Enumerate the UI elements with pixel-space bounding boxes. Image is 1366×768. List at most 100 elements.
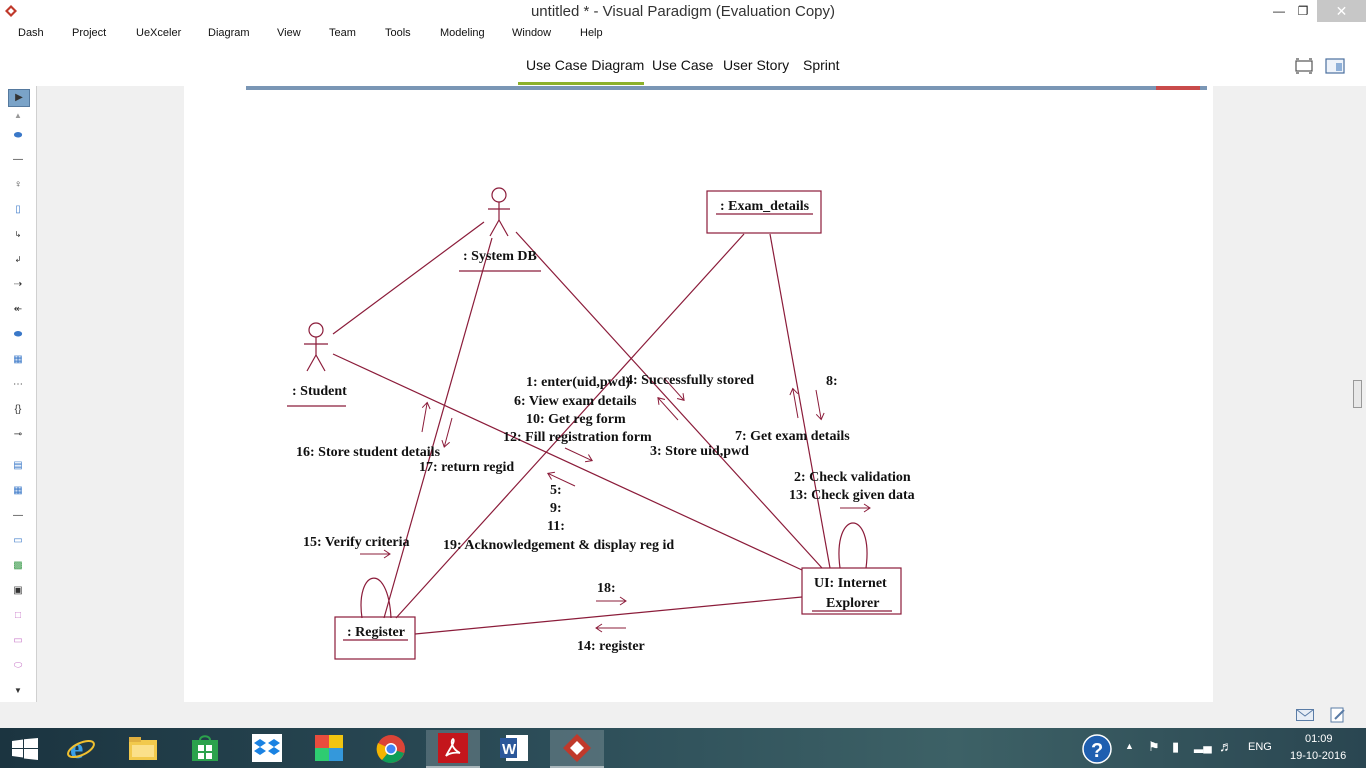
taskbar-paint-app[interactable] <box>302 730 356 766</box>
clock-date[interactable]: 19-10-2016 <box>1290 750 1347 762</box>
rectangle-tool-icon[interactable]: ▭ <box>13 535 23 546</box>
lifeline-tool-icon[interactable]: ▯ <box>15 204 21 215</box>
battery-icon[interactable]: ▮ <box>1172 739 1180 754</box>
msg-3: 3: Store uid,pwd <box>650 444 749 459</box>
msg-2: 2: Check validation <box>794 470 911 485</box>
clock-time[interactable]: 01:09 <box>1305 733 1333 745</box>
volume-icon[interactable]: ♬ <box>1219 738 1233 754</box>
tray-expand-icon[interactable]: ▲ <box>1125 741 1134 751</box>
msg-13: 13: Check given data <box>789 488 915 503</box>
internet-explorer-icon: e <box>67 733 95 763</box>
package-tool-icon[interactable]: ▦ <box>13 354 23 365</box>
link-exam-ui <box>769 233 831 569</box>
msg-9: 9: <box>550 501 562 516</box>
help-icon[interactable]: ? <box>1082 734 1112 764</box>
system-tool-icon[interactable]: ⬬ <box>13 329 23 340</box>
menu-tools[interactable]: Tools <box>385 27 411 39</box>
arrow-m14 <box>595 623 627 633</box>
folder-icon <box>129 737 157 760</box>
menu-dash[interactable]: Dash <box>18 27 44 39</box>
puzzle-app-icon <box>315 735 343 761</box>
use-case-tool-icon[interactable]: ⬬ <box>13 130 23 141</box>
tab-sprint[interactable]: Sprint <box>803 57 840 73</box>
visual-paradigm-logo-icon <box>5 5 17 17</box>
svg-text:W: W <box>502 741 517 758</box>
label-register: : Register <box>347 625 405 640</box>
fit-to-screen-icon[interactable] <box>1294 57 1314 75</box>
msg-4: 4: Successfully stored <box>626 373 754 388</box>
msg-1: 1: enter(uid,pwd) <box>526 375 631 390</box>
taskbar-chrome[interactable] <box>364 730 418 766</box>
tab-use-case[interactable]: Use Case <box>652 57 714 73</box>
image-tool-icon[interactable]: ▩ <box>13 560 23 571</box>
network-signal-icon[interactable]: ▂▄ <box>1194 739 1212 753</box>
taskbar-store[interactable] <box>178 730 232 766</box>
msg-18: 18: <box>597 581 616 596</box>
link-student-systemdb <box>332 221 485 335</box>
mail-icon[interactable] <box>1296 709 1314 721</box>
label-exam-details: : Exam_details <box>720 199 810 214</box>
menu-help[interactable]: Help <box>580 27 603 39</box>
minimize-button[interactable]: — <box>1273 4 1285 18</box>
msg-11: 11: <box>547 519 565 534</box>
taskbar-acrobat[interactable] <box>426 730 480 768</box>
link-systemdb-register <box>383 237 493 619</box>
close-button[interactable]: ✕ <box>1317 0 1366 22</box>
word-icon: W <box>500 735 528 761</box>
note-tool-icon[interactable]: ▭ <box>13 635 23 646</box>
link-systemdb-ui <box>515 231 823 569</box>
constraint-tool-icon[interactable]: {} <box>14 404 22 415</box>
taskbar-dropbox[interactable] <box>240 730 294 766</box>
divider-tool-icon[interactable]: — <box>13 510 23 521</box>
tab-user-story[interactable]: User Story <box>723 57 790 73</box>
msg-17: 17: return regid <box>419 460 514 475</box>
msg-14: 14: register <box>577 639 645 654</box>
diagram-tabs: Use Case Diagram Use Case User Story Spr… <box>0 46 1366 86</box>
chrome-icon <box>376 735 405 763</box>
arrow-m18 <box>595 596 627 606</box>
selector-tool-icon[interactable]: ▶ <box>8 89 30 107</box>
tab-use-case-diagram[interactable]: Use Case Diagram <box>526 57 645 73</box>
label-ui-line1: UI: Internet <box>814 576 887 591</box>
arrow-m17 <box>439 416 457 449</box>
restore-button[interactable]: ❐ <box>1297 4 1309 18</box>
generalization-tool-icon[interactable]: ↞ <box>13 304 23 315</box>
include-tool-icon[interactable]: ↳ <box>14 230 22 239</box>
camera-tool-icon[interactable]: ▣ <box>13 585 23 596</box>
menu-team[interactable]: Team <box>329 27 356 39</box>
menu-uexceler[interactable]: UeXceler <box>136 27 182 39</box>
menu-view[interactable]: View <box>277 27 301 39</box>
label-student: : Student <box>292 384 347 399</box>
actor-tool-icon[interactable]: ♀ <box>14 179 22 190</box>
taskbar-file-explorer[interactable] <box>116 730 170 766</box>
table-tool-icon[interactable]: ▦ <box>13 485 23 496</box>
taskbar-internet-explorer[interactable]: e <box>54 730 108 766</box>
menu-project[interactable]: Project <box>72 27 107 39</box>
actor-system-db <box>459 187 541 272</box>
business-rule-tool-icon[interactable]: ▤ <box>13 460 23 471</box>
windows-start-icon[interactable] <box>12 738 38 760</box>
dependency-tool-icon[interactable]: ⇢ <box>13 279 23 290</box>
line-tool-icon[interactable]: — <box>13 154 23 165</box>
menu-diagram[interactable]: Diagram <box>208 27 250 39</box>
loop-ui <box>838 522 868 569</box>
taskbar-word[interactable]: W <box>488 730 542 766</box>
language-indicator[interactable]: ENG <box>1248 741 1272 753</box>
loop-register <box>360 577 392 619</box>
arrow-m16 <box>417 401 432 434</box>
containment-tool-icon[interactable]: ⊸ <box>13 429 23 440</box>
scroll-up-icon[interactable]: ▲ <box>14 111 22 120</box>
menu-modeling[interactable]: Modeling <box>440 27 485 39</box>
panel-toggle-icon[interactable] <box>1325 57 1345 75</box>
canvas-scrollbar[interactable] <box>1353 380 1362 408</box>
msg-6: 6: View exam details <box>514 394 637 409</box>
extend-tool-icon[interactable]: ↲ <box>14 255 22 264</box>
scroll-down-icon[interactable]: ▼ <box>14 686 22 695</box>
taskbar-visual-paradigm[interactable] <box>550 730 604 768</box>
edit-icon[interactable] <box>1330 707 1346 723</box>
comment-tool-icon[interactable]: □ <box>14 610 22 621</box>
ellipse-tool-icon[interactable]: ⬭ <box>13 660 23 671</box>
action-center-flag-icon[interactable]: ⚑ <box>1148 739 1160 754</box>
link-register-ui <box>414 596 803 635</box>
menu-window[interactable]: Window <box>512 27 552 39</box>
